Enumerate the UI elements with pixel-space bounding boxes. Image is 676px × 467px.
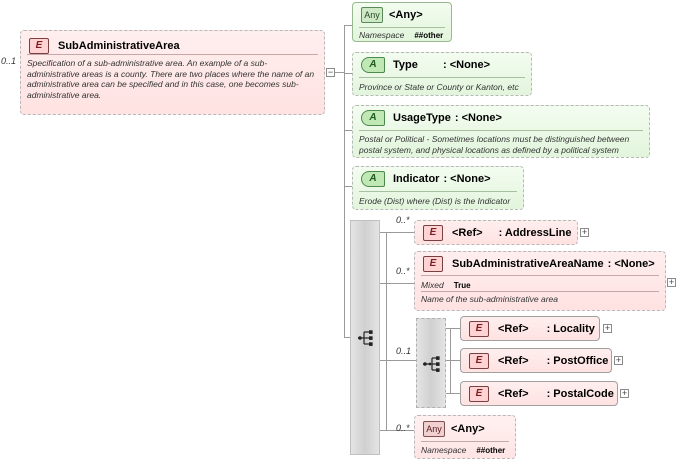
subadminname-name: SubAdministrativeAreaName: [452, 258, 604, 270]
subadminname-description: Name of the sub-administrative area: [421, 294, 559, 304]
addressline-box[interactable]: E <Ref> : AddressLine: [414, 220, 578, 245]
branch-choice: [380, 360, 416, 361]
any-top-box[interactable]: Any <Any> Namespace##other: [352, 2, 452, 42]
root-separator: [27, 54, 318, 55]
postoffice-ref: <Ref>: [498, 355, 529, 367]
any-bottom-label: <Any>: [451, 423, 485, 435]
postalcode-name: : PostalCode: [546, 388, 614, 400]
element-badge-icon: E: [469, 353, 489, 369]
subadminname-separator-2: [421, 291, 659, 292]
sequence-icon: [358, 330, 373, 346]
element-badge-icon: E: [469, 321, 489, 337]
root-to-seq-connector: [334, 72, 344, 73]
attr-type-type: : <None>: [443, 59, 491, 71]
attr-indicator-name: Indicator: [393, 173, 440, 185]
branch-locality: [446, 328, 460, 329]
addressline-ref: <Ref>: [452, 227, 483, 239]
choice-cardinality: 0..1: [396, 346, 412, 356]
attr-type-box[interactable]: A Type : <None> Province or State or Cou…: [352, 52, 532, 96]
attr-usage-header: A UsageType : <None>: [361, 109, 502, 127]
locality-box[interactable]: E <Ref> : Locality: [460, 316, 600, 341]
root-cardinality: 0..1: [1, 56, 17, 66]
any-bottom-header: Any <Any>: [423, 420, 485, 438]
locality-ref: <Ref>: [498, 323, 529, 335]
branch-indicator: [344, 186, 352, 187]
any-top-header: Any <Any>: [361, 6, 423, 24]
root-collapse-icon[interactable]: −: [326, 67, 335, 77]
attr-indicator-description: Erode (Dist) where (Dist) is the Indicat…: [359, 196, 511, 206]
locality-header: E <Ref> : Locality: [469, 320, 595, 338]
root-description: Specification of a sub-administrative ar…: [27, 58, 315, 100]
attribute-badge-icon: A: [361, 110, 385, 126]
any-bottom-box[interactable]: Any <Any> Namespace##other: [414, 415, 516, 459]
addressline-name: : AddressLine: [498, 227, 572, 239]
any-top-namespace: Namespace##other: [359, 30, 444, 40]
attr-usage-box[interactable]: A UsageType : <None> Postal or Political…: [352, 105, 650, 158]
any-bottom-namespace: Namespace##other: [421, 445, 506, 455]
branch-postoffice: [446, 360, 460, 361]
attr-type-name: Type: [393, 59, 418, 71]
subadminname-cardinality: 0..*: [396, 266, 410, 276]
seq-trunk: [386, 232, 387, 430]
root-element-header: E SubAdministrativeArea: [29, 37, 180, 55]
root-element-name: SubAdministrativeArea: [58, 40, 180, 52]
attr-indicator-box[interactable]: A Indicator : <None> Erode (Dist) where …: [352, 166, 524, 210]
choice-compositor[interactable]: [416, 318, 446, 408]
postalcode-expand-icon[interactable]: +: [620, 388, 629, 398]
locality-name: : Locality: [546, 323, 595, 335]
subadminname-expand-icon[interactable]: +: [667, 277, 676, 287]
branch-type: [344, 73, 352, 74]
any-bottom-cardinality: 0..*: [396, 423, 410, 433]
element-badge-icon: E: [423, 225, 443, 241]
branch-postalcode: [446, 393, 460, 394]
attr-usage-separator: [359, 130, 643, 131]
attr-type-header: A Type : <None>: [361, 56, 490, 74]
branch-any-bottom: [380, 430, 414, 431]
attr-type-description: Province or State or County or Kanton, e…: [359, 82, 519, 92]
attribute-badge-icon: A: [361, 171, 385, 187]
element-badge-icon: E: [469, 386, 489, 402]
postoffice-name: : PostOffice: [546, 355, 609, 367]
any-top-separator: [359, 27, 445, 28]
subadminname-separator-1: [421, 275, 659, 276]
attribute-badge-icon: A: [361, 57, 385, 73]
element-badge-icon: E: [29, 38, 49, 54]
postoffice-header: E <Ref> : PostOffice: [469, 352, 608, 370]
attr-indicator-header: A Indicator : <None>: [361, 170, 491, 188]
root-element-box[interactable]: E SubAdministrativeArea Specification of…: [20, 30, 325, 115]
attr-indicator-separator: [359, 191, 517, 192]
any-top-label: <Any>: [389, 9, 423, 21]
any-badge-icon: Any: [361, 7, 383, 23]
attr-indicator-type: : <None>: [443, 173, 491, 185]
choice-trunk: [450, 328, 451, 394]
attr-type-separator: [359, 77, 525, 78]
postalcode-ref: <Ref>: [498, 388, 529, 400]
branch-sequence: [344, 337, 350, 338]
choice-icon: [423, 356, 440, 372]
attr-usage-name: UsageType: [393, 112, 451, 124]
branch-subadminname: [380, 283, 414, 284]
postoffice-expand-icon[interactable]: +: [614, 355, 623, 365]
postoffice-box[interactable]: E <Ref> : PostOffice: [460, 348, 612, 373]
branch-addressline: [380, 232, 414, 233]
attr-trunk: [344, 25, 345, 337]
sequence-compositor[interactable]: [350, 220, 380, 455]
any-bottom-separator: [421, 441, 509, 442]
subadminname-box[interactable]: E SubAdministrativeAreaName : <None> Mix…: [414, 251, 666, 311]
any-badge-icon: Any: [423, 421, 445, 437]
postalcode-header: E <Ref> : PostalCode: [469, 385, 614, 403]
addressline-cardinality: 0..*: [396, 215, 410, 225]
subadminname-header: E SubAdministrativeAreaName : <None>: [423, 255, 655, 273]
attr-usage-description: Postal or Political - Sometimes location…: [359, 134, 630, 155]
addressline-expand-icon[interactable]: +: [580, 227, 589, 237]
postalcode-box[interactable]: E <Ref> : PostalCode: [460, 381, 618, 406]
attr-usage-type: : <None>: [454, 112, 502, 124]
subadminname-type: : <None>: [607, 258, 655, 270]
locality-expand-icon[interactable]: +: [603, 323, 612, 333]
addressline-header: E <Ref> : AddressLine: [423, 224, 572, 242]
element-badge-icon: E: [423, 256, 443, 272]
branch-usage: [344, 130, 352, 131]
branch-any-top: [344, 25, 352, 26]
